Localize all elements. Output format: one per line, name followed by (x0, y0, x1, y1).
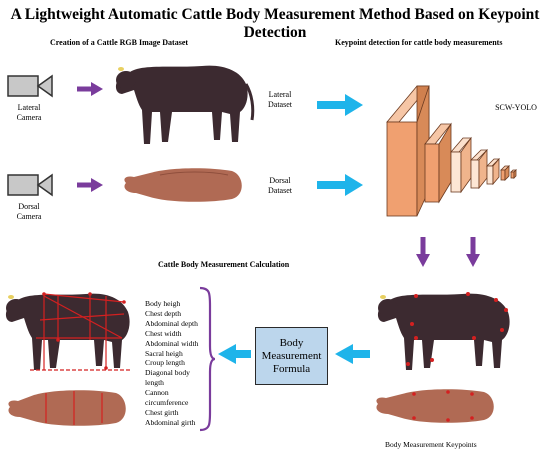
page-title: A Lightweight Automatic Cattle Body Meas… (10, 6, 540, 41)
lateral-camera-label: Lateral Camera (16, 103, 42, 122)
measurement-item: length (145, 378, 164, 388)
lateral-cattle-image (115, 65, 255, 144)
measurement-item: Chest width (145, 328, 182, 338)
section-dataset-title: Creation of a Cattle RGB Image Dataset (50, 38, 189, 47)
measurement-item: Abdominal girth (145, 417, 196, 427)
detection-down-arrow-left (416, 237, 430, 267)
measurement-item: Abdominal width (145, 338, 199, 348)
measurement-bracket (199, 286, 216, 432)
lateral-capture-arrow (77, 82, 103, 96)
measurement-item: Chest girth (145, 407, 179, 417)
lateral-camera-icon (7, 74, 53, 98)
measurement-item: Abdominal depth (145, 318, 198, 328)
section-calculation-title: Cattle Body Measurement Calculation (158, 260, 290, 269)
dorsal-camera-icon (7, 173, 53, 197)
measurement-item: Croup length (145, 358, 185, 368)
measurement-item: Body heigh (145, 299, 181, 308)
lateral-dataset-label: Lateral Dataset (268, 90, 292, 109)
measurement-item: Chest depth (145, 308, 182, 318)
body-measurement-formula-box: Body Measurement Formula (255, 327, 328, 385)
measurement-item: circumference (145, 398, 189, 408)
dorsal-camera-label: Dorsal Camera (16, 202, 42, 221)
detection-down-arrow-right (466, 237, 480, 267)
scw-yolo-network-diagram (386, 85, 517, 217)
keypoints-to-formula-arrow (335, 344, 370, 364)
keypoint-dorsal-cattle-image (376, 389, 494, 423)
dorsal-capture-arrow (77, 178, 103, 192)
measurement-list: Body heigh Chest depth Abdominal depth C… (145, 299, 198, 428)
measured-dorsal-cattle-image (8, 390, 126, 426)
measurement-item: Cannon (145, 388, 169, 398)
measured-lateral-cattle-image (5, 292, 130, 371)
lateral-dataset-arrow (317, 94, 363, 116)
scw-yolo-label: SCW-YOLO (495, 103, 537, 112)
dorsal-cattle-image (124, 168, 242, 202)
section-detection-title: Keypoint detection for cattle body measu… (335, 38, 503, 47)
keypoints-caption: Body Measurement Keypoints (385, 440, 477, 449)
measurement-item: Diagonal body (145, 368, 190, 378)
keypoint-lateral-cattle-image (377, 292, 510, 370)
dorsal-dataset-arrow (317, 174, 363, 196)
formula-to-results-arrow (218, 344, 251, 364)
dorsal-dataset-label: Dorsal Dataset (268, 176, 292, 195)
measurement-item: Sacral heigh (145, 348, 183, 358)
